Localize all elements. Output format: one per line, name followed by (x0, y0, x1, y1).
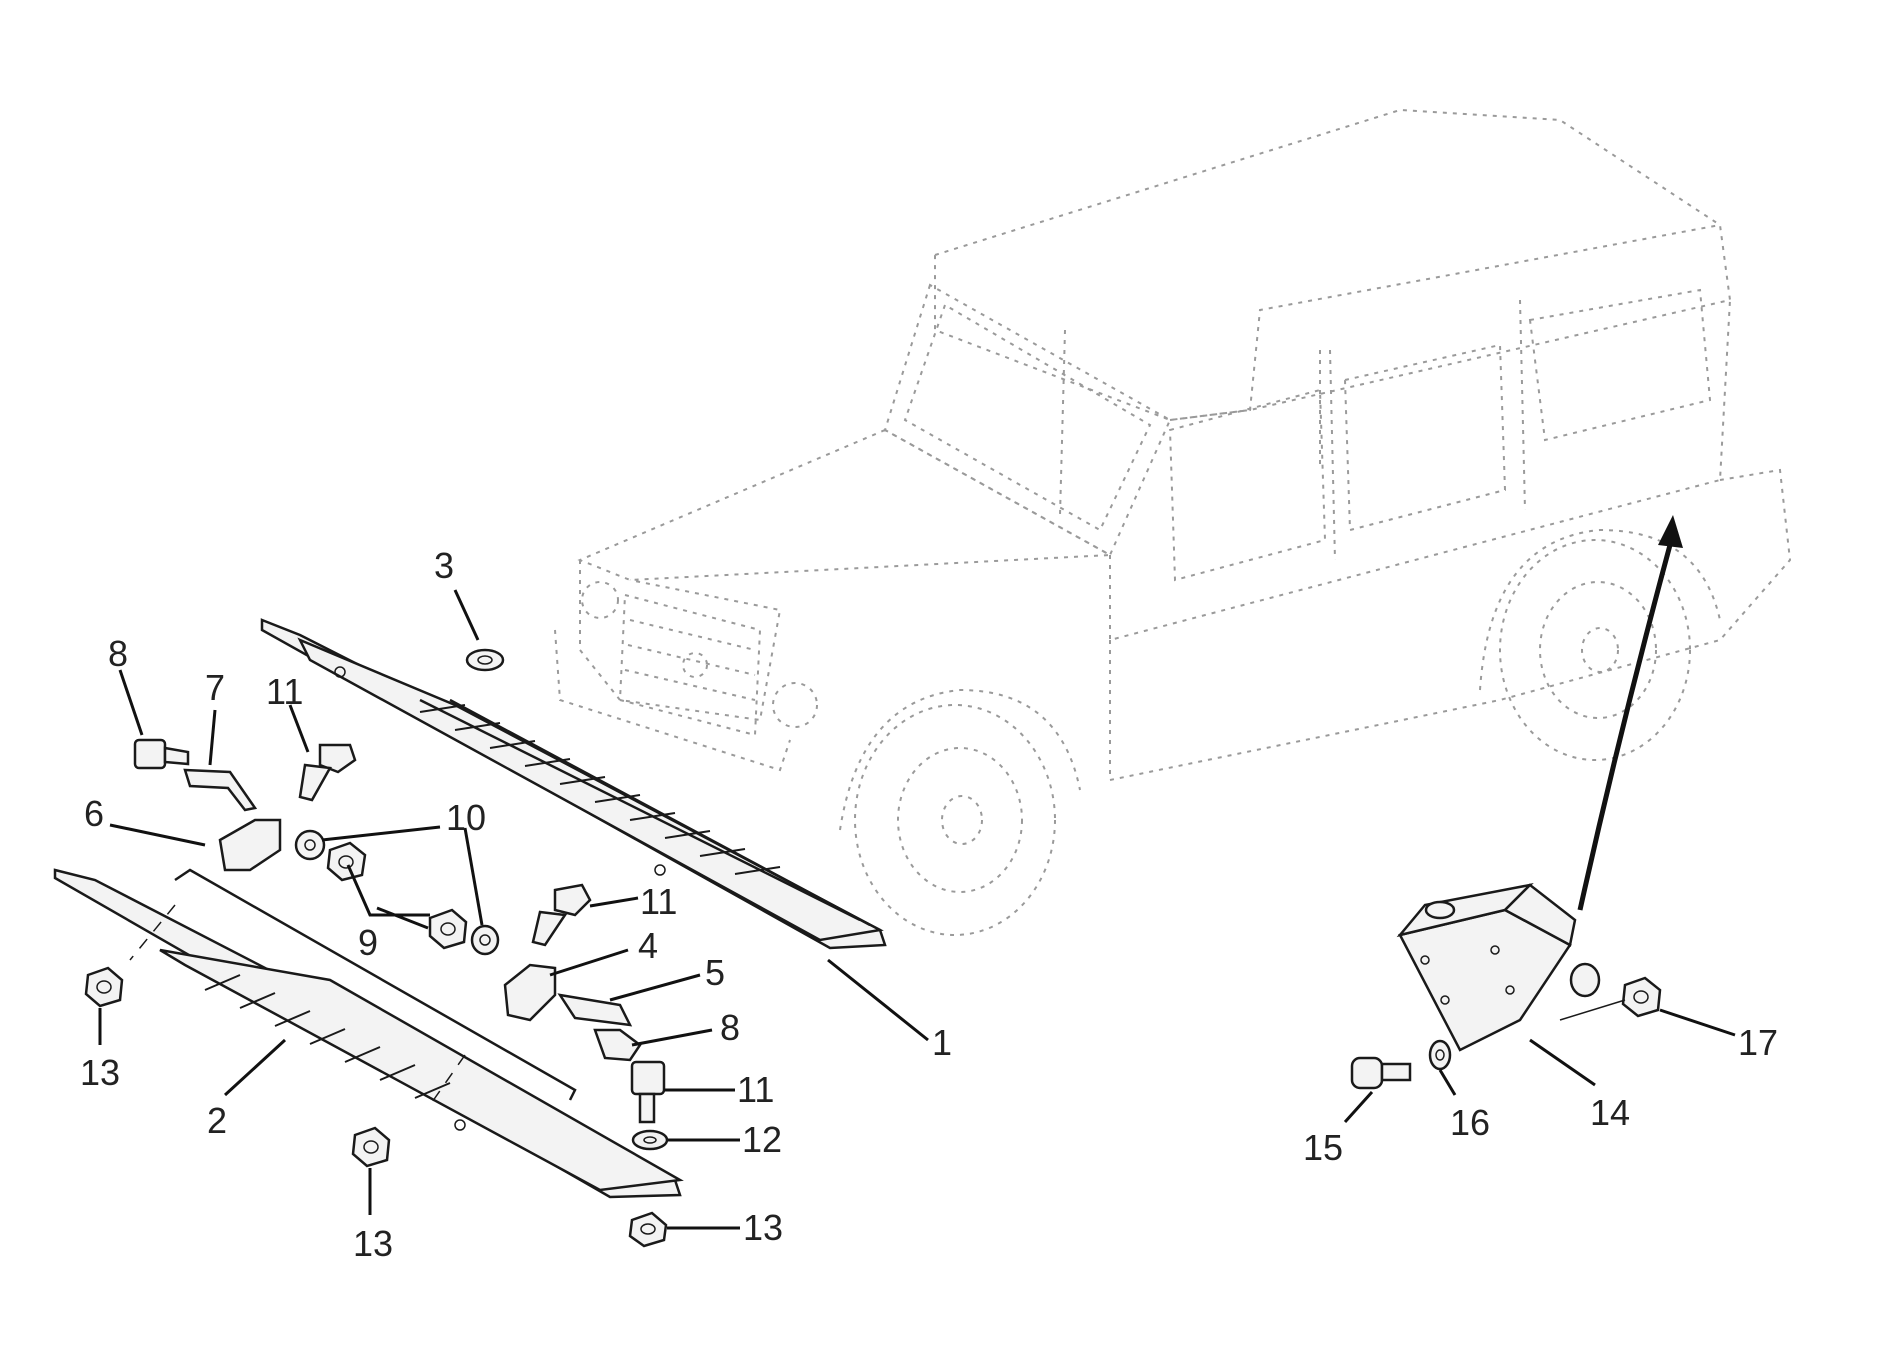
hardware-parts (84, 648, 669, 1248)
callout-11-upper: 11 (266, 671, 303, 712)
callout-12: 12 (742, 1119, 782, 1160)
callout-6: 6 (84, 793, 104, 834)
callout-7: 7 (205, 667, 225, 708)
callout-13-left: 13 (80, 1052, 120, 1093)
callout-8-upper: 8 (108, 633, 128, 674)
vehicle-outline (554, 108, 1792, 936)
callout-10: 10 (446, 797, 486, 838)
callout-13-right: 13 (743, 1207, 783, 1248)
running-board-upper (260, 618, 887, 950)
mount-bracket-assembly (1350, 883, 1662, 1090)
callout-17: 17 (1738, 1022, 1778, 1063)
callout-13-middle: 13 (353, 1223, 393, 1264)
callout-16: 16 (1450, 1102, 1490, 1143)
callout-8-lower: 8 (720, 1007, 740, 1048)
running-board-lower (53, 868, 684, 1199)
callout-15: 15 (1303, 1127, 1343, 1168)
callout-9: 9 (358, 922, 378, 963)
callout-4: 4 (638, 925, 658, 966)
callout-5: 5 (705, 952, 725, 993)
transfer-arrow (1577, 515, 1683, 911)
leader-lines (98, 589, 1736, 1230)
callout-11-lower: 11 (737, 1069, 774, 1110)
callout-labels: 1 2 3 4 5 6 7 8 8 9 10 11 11 11 12 13 13… (80, 545, 1778, 1264)
callout-1: 1 (932, 1022, 952, 1063)
callout-2: 2 (207, 1100, 227, 1141)
callout-3: 3 (434, 545, 454, 586)
callout-14: 14 (1590, 1092, 1630, 1133)
callout-11-middle: 11 (640, 881, 677, 922)
